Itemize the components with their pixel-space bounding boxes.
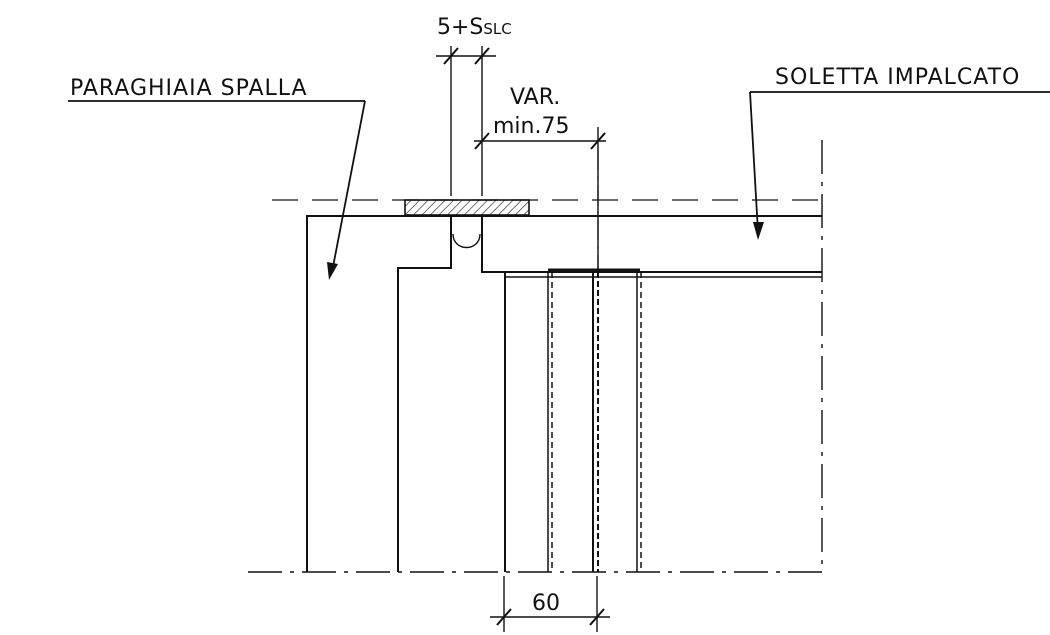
- var-label: VAR.: [510, 85, 560, 110]
- abutment-backwall-outline: [306, 215, 452, 572]
- label-soletta-impalcato: SOLETTA IMPALCATO: [749, 65, 1050, 240]
- paraghiaia-leader-line: [331, 100, 366, 273]
- joint-cover-plate: [404, 199, 530, 216]
- soletta-impalcato-label: SOLETTA IMPALCATO: [775, 65, 1020, 90]
- gap-main-text: 5+S: [437, 15, 483, 40]
- paraghiaia-spalla-label: PARAGHIAIA SPALLA: [70, 76, 308, 101]
- joint-seal: [452, 233, 481, 249]
- bearing-stiffener-center: [592, 272, 599, 572]
- bearing-stiffener-left: [547, 272, 553, 572]
- dim-60-label: 60: [532, 591, 560, 616]
- gap-dimension-label: 5+SSLC: [437, 15, 512, 40]
- dimension-60: 60: [490, 576, 610, 632]
- dimension-gap-joint: 5+SSLC: [436, 15, 512, 196]
- deck-slab-end: [481, 216, 822, 273]
- soletta-leader-arrow: [753, 222, 764, 240]
- min75-label-visible: min.75: [493, 114, 569, 139]
- soletta-leader-line: [749, 91, 759, 233]
- dimension-var-min75: VAR. min.75: [474, 85, 606, 276]
- paraghiaia-leader-arrow: [327, 262, 338, 280]
- gap-subscript-text: SLC: [483, 20, 511, 38]
- bearing-stiffener-right: [636, 272, 642, 572]
- label-paraghiaia-spalla: PARAGHIAIA SPALLA: [68, 76, 366, 280]
